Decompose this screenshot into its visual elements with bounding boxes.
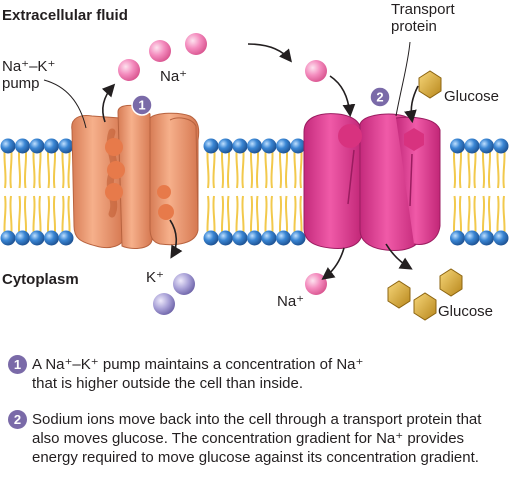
pump-out-arrow <box>101 83 116 123</box>
sodium-ion <box>118 59 140 81</box>
potassium-ions <box>153 273 195 315</box>
phospholipid-head <box>218 230 233 246</box>
glucose-label-top: Glucose <box>444 88 499 105</box>
pump-label-line2: pump <box>2 75 40 92</box>
svg-text:2: 2 <box>376 90 383 105</box>
phospholipid-head <box>44 230 59 246</box>
transport-protein <box>303 113 441 251</box>
transport-label-line1: Transport <box>391 1 455 18</box>
arrows <box>43 41 419 280</box>
sodium-ion <box>149 40 171 62</box>
na-k-pump-protein <box>71 104 200 249</box>
potassium-ion <box>153 293 175 315</box>
phospholipid-head <box>0 230 16 246</box>
pump-leader-line <box>43 79 87 129</box>
phospholipid-head <box>232 138 248 154</box>
phospholipid-head <box>29 230 45 246</box>
phospholipid-head <box>276 230 291 246</box>
step-1-text: A Na⁺–K⁺ pump maintains a concentration … <box>32 356 364 392</box>
glucose-molecule <box>387 280 411 309</box>
svg-text:1: 1 <box>138 98 145 113</box>
cell-membrane <box>0 138 509 246</box>
sodium-ion <box>305 60 327 82</box>
glucose-molecule <box>439 268 463 297</box>
cytoplasm-label: Cytoplasm <box>2 271 79 288</box>
glucose-molecule <box>413 292 437 321</box>
sodium-ion <box>305 273 327 295</box>
pump-label-line1: Na⁺–K⁺ <box>2 58 55 75</box>
sodium-enter-arrow <box>329 75 356 118</box>
phospholipid-head <box>232 230 248 246</box>
phospholipid-head <box>218 138 233 154</box>
sodium-label-top: Na⁺ <box>160 68 187 85</box>
sodium-ion <box>185 33 207 55</box>
phospholipid-head <box>15 230 30 246</box>
glucose-enter-arrow <box>404 85 419 124</box>
glucose-exit-arrow <box>385 243 413 270</box>
potassium-ion <box>173 273 195 295</box>
pump-in-arrow <box>169 219 183 259</box>
phospholipid-head <box>493 230 509 246</box>
step-1-number: 1 <box>8 355 27 374</box>
phospholipid-heads <box>0 138 509 246</box>
glucose-label-bottom: Glucose <box>438 303 493 320</box>
phospholipid-head <box>203 138 219 154</box>
phospholipid-head <box>0 138 16 154</box>
phospholipid-head <box>450 138 465 154</box>
step-2-number: 2 <box>8 410 27 429</box>
phospholipid-head <box>58 138 74 154</box>
step-1-badge: 1 <box>131 94 153 116</box>
sodium-approach-arrow <box>247 43 293 63</box>
sodium-ions <box>118 33 327 295</box>
phospholipid-head <box>261 230 277 246</box>
step-2-text: Sodium ions move back into the cell thro… <box>32 411 482 466</box>
phospholipid-head <box>29 138 45 154</box>
phospholipid-head <box>203 230 219 246</box>
transport-label-line2: protein <box>391 18 437 35</box>
transport-leader-line <box>395 41 411 117</box>
phospholipid-head <box>58 230 74 246</box>
sodium-exit-arrow <box>321 247 345 280</box>
phospholipid-head <box>450 230 465 246</box>
phospholipid-head <box>290 230 306 246</box>
phospholipid-head <box>261 138 277 154</box>
phospholipid-head <box>247 230 262 246</box>
sodium-label-bottom: Na⁺ <box>277 293 304 310</box>
potassium-label: K⁺ <box>146 269 164 286</box>
phospholipid-head <box>290 138 306 154</box>
glucose-molecule <box>418 70 442 99</box>
phospholipid-head <box>44 138 59 154</box>
phospholipid-head <box>479 230 494 246</box>
step-2-badge: 2 <box>369 86 391 108</box>
phospholipid-head <box>479 138 494 154</box>
phospholipid-head <box>464 138 480 154</box>
phospholipid-head <box>247 138 262 154</box>
glucose-molecules <box>387 70 463 321</box>
phospholipid-head <box>493 138 509 154</box>
phospholipid-head <box>15 138 30 154</box>
phospholipid-head <box>276 138 291 154</box>
extracellular-fluid-label: Extracellular fluid <box>2 7 128 24</box>
phospholipid-head <box>464 230 480 246</box>
